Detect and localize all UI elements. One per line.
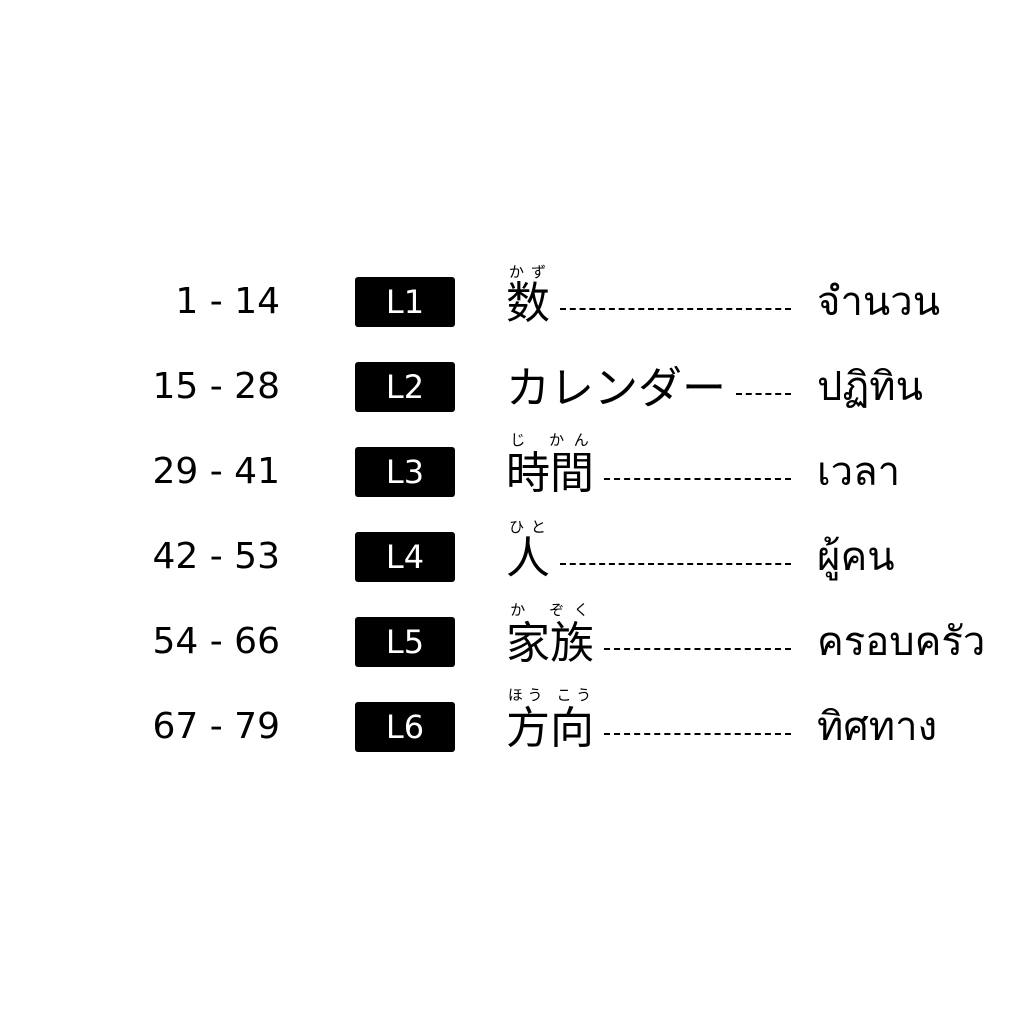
thai-title: ครอบครัว: [817, 619, 986, 665]
level-badge: L4: [355, 532, 455, 582]
level-badge: L6: [355, 702, 455, 752]
dotted-leader: [560, 308, 791, 310]
thai-title: ทิศทาง: [817, 704, 938, 750]
dotted-leader: [736, 393, 791, 395]
level-badge: L1: [355, 277, 455, 327]
japanese-title: 数かず: [506, 263, 550, 329]
level-badge: L5: [355, 617, 455, 667]
thai-title: เวลา: [817, 449, 901, 495]
japanese-title: カレンダー: [506, 363, 726, 414]
dotted-leader: [560, 563, 791, 565]
furigana: ほう こう: [506, 686, 594, 704]
page-range: 54 - 66: [152, 621, 281, 662]
dotted-leader: [604, 733, 791, 735]
japanese-title: 人ひと: [506, 518, 550, 584]
level-badge: L2: [355, 362, 455, 412]
japanese-title: 時間じ かん: [506, 431, 594, 499]
furigana: か ぞく: [506, 601, 594, 619]
furigana: ひと: [506, 518, 550, 536]
title-group: 時間じ かん: [506, 432, 799, 500]
toc-row-l4[interactable]: 42 - 53 L4 人ひと ผู้คน: [0, 519, 1024, 585]
title-group: 人ひと: [506, 519, 799, 585]
title-group: 方向ほう こう: [506, 687, 799, 755]
furigana: かず: [506, 263, 550, 281]
page-range: 29 - 41: [152, 451, 281, 492]
page-range: 42 - 53: [152, 536, 281, 577]
japanese-title: 家族か ぞく: [506, 601, 594, 669]
title-group: 数かず: [506, 264, 799, 330]
level-badge: L3: [355, 447, 455, 497]
thai-title: ปฏิทิน: [817, 364, 923, 410]
page-range: 1 - 14: [175, 281, 280, 322]
dotted-leader: [604, 648, 791, 650]
toc-row-l5[interactable]: 54 - 66 L5 家族か ぞく ครอบครัว: [0, 602, 1024, 670]
title-group: カレンダー: [506, 355, 799, 415]
japanese-title: 方向ほう こう: [506, 686, 594, 754]
title-group: 家族か ぞく: [506, 602, 799, 670]
thai-title: จำนวน: [817, 279, 941, 325]
page-range: 67 - 79: [152, 706, 281, 747]
dotted-leader: [604, 478, 791, 480]
toc-row-l6[interactable]: 67 - 79 L6 方向ほう こう ทิศทาง: [0, 687, 1024, 755]
toc-row-l1[interactable]: 1 - 14 L1 数かず จำนวน: [0, 264, 1024, 330]
furigana: じ かん: [506, 431, 594, 449]
page-range: 15 - 28: [152, 366, 281, 407]
thai-title: ผู้คน: [817, 534, 895, 580]
toc-row-l2[interactable]: 15 - 28 L2 カレンダー ปฏิทิน: [0, 355, 1024, 415]
toc-row-l3[interactable]: 29 - 41 L3 時間じ かん เวลา: [0, 432, 1024, 500]
